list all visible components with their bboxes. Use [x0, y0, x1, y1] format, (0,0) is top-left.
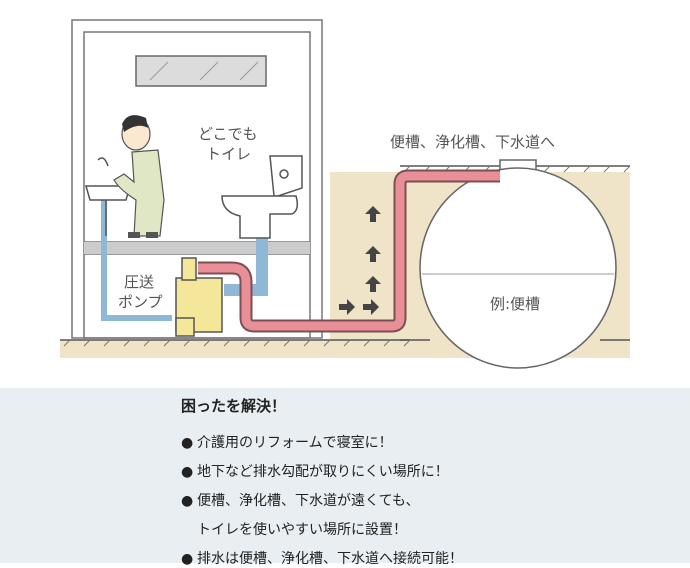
- ground-hatch: [63, 165, 631, 347]
- benefit-item-continued: トイレを使いやすい場所に設置！: [197, 519, 407, 539]
- benefit-text: 排水は便槽、浄化槽、下水道へ接続可能！: [197, 551, 463, 567]
- benefit-item: ●排水は便槽、浄化槽、下水道へ接続可能！: [181, 548, 463, 568]
- floor-slab: [84, 242, 310, 254]
- wash-basin: [85, 157, 131, 236]
- bullet-icon: ●: [181, 493, 194, 509]
- toilet: [221, 155, 303, 239]
- benefit-text: 地下など排水勾配が取りにくい場所に！: [197, 464, 449, 480]
- benefit-item: ●地下など排水勾配が取りにくい場所に！: [181, 461, 449, 481]
- benefit-item: ●便槽、浄化槽、下水道が遠くても、: [181, 490, 419, 510]
- arrow-right-2: [363, 299, 379, 315]
- drain-pipe: [198, 171, 500, 331]
- plumbing-illustration: どこでも トイレ 圧送 ポンプ 便槽、浄化槽、下水道へ 例:便槽: [60, 19, 631, 369]
- pump-label-line2: ポンプ: [118, 293, 163, 311]
- window: [135, 55, 267, 87]
- info-panel: 困ったを解決！ ●介護用のリフォームで寝室に！ ●地下など排水勾配が取りにくい場…: [0, 388, 690, 567]
- bullet-icon: ●: [181, 551, 194, 567]
- ground-soil-floor: [60, 340, 360, 358]
- benefit-text: 便槽、浄化槽、下水道が遠くても、: [197, 493, 420, 509]
- benefit-text: 介護用のリフォームで寝室に！: [197, 435, 393, 451]
- bullet-icon: ●: [181, 464, 194, 480]
- benefit-text: トイレを使いやすい場所に設置！: [197, 522, 407, 538]
- supply-pipe: [101, 200, 172, 321]
- pump-label-line1: 圧送: [124, 273, 155, 291]
- person-at-sink: [113, 115, 165, 238]
- arrow-up-1: [365, 276, 381, 292]
- toilet-drain-pipe: [224, 234, 268, 296]
- tank-label: 例:便槽: [490, 295, 541, 313]
- toilet-label-line2: トイレ: [206, 145, 252, 163]
- bullet-icon: ●: [181, 435, 194, 451]
- plumbing-diagram-svg: [60, 19, 631, 369]
- toilet-label-line1: どこでも: [198, 125, 258, 143]
- arrow-right-1: [339, 299, 355, 315]
- arrow-up-3: [365, 206, 381, 222]
- benefit-item: ●介護用のリフォームで寝室に！: [181, 432, 393, 452]
- pressure-pump: [175, 257, 223, 337]
- destination-label: 便槽、浄化槽、下水道へ: [390, 133, 556, 151]
- flow-arrows: [339, 206, 381, 315]
- septic-tank: [419, 159, 617, 369]
- arrow-up-2: [365, 246, 381, 262]
- info-title: 困ったを解決！: [181, 397, 287, 415]
